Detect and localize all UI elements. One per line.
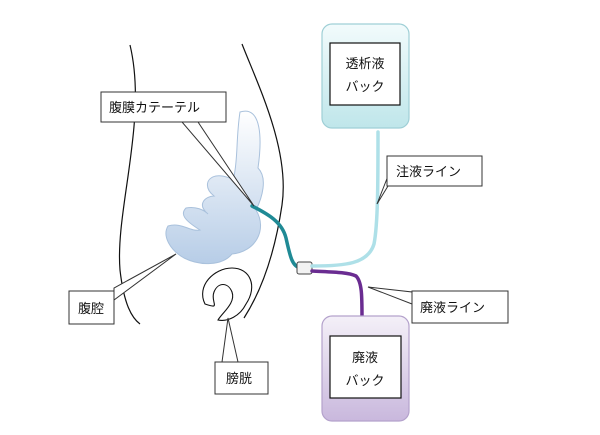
infusion-line-label: 注液ライン [396,165,461,180]
body-outline-right [241,43,284,319]
infusion-line [310,130,380,268]
cavity-label: 腹腔 [78,301,104,317]
callout-catheter: 腹膜カテーテル [100,91,255,207]
callout-cavity: 腹腔 [68,253,177,325]
waste-bag-label-line2: バック [345,374,384,389]
dialysate-bag-label-line2: バック [345,80,384,95]
waste-bag: 廃液 バック [321,315,410,422]
bladder-label: 膀胱 [226,371,252,387]
drain-line-label: 廃液ライン [420,300,485,316]
catheter-line [250,204,302,270]
bladder [202,267,253,321]
dialysate-bag: 透析液 バック [321,23,410,129]
callout-bladder: 膀胱 [214,317,269,395]
catheter-connector [296,261,313,275]
callout-drain-line: 廃液ライン [367,286,509,324]
catheter-label: 腹膜カテーテル [109,100,200,116]
dialysate-bag-label-line1: 透析液 [345,57,384,72]
peritoneal-cavity [165,110,264,264]
waste-bag-label-line1: 廃液 [352,350,378,366]
drain-line [310,269,364,320]
callout-infusion-line: 注液ライン [376,155,483,205]
